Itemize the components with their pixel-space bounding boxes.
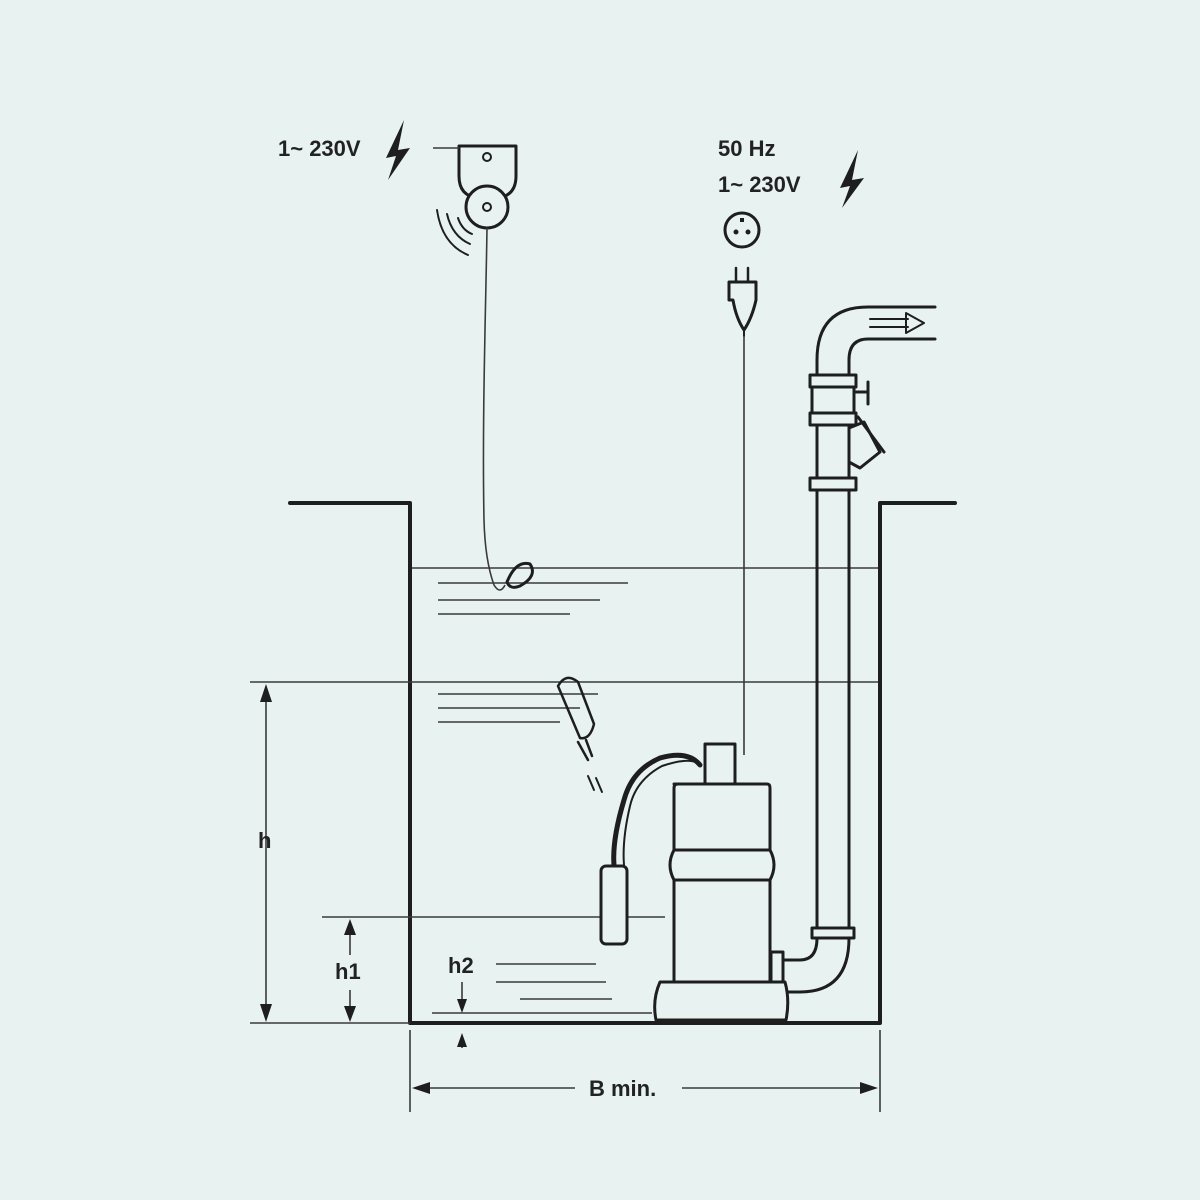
float-switch-icon	[556, 676, 603, 793]
alarm-box-icon	[433, 144, 518, 591]
power-plug-icon	[727, 266, 758, 337]
lightning-bolt-icon	[840, 150, 864, 208]
socket-voltage-label: 1~ 230V	[718, 172, 801, 197]
b-min-label: B min.	[589, 1076, 656, 1101]
submersible-pump-icon	[599, 742, 790, 1022]
power-socket-icon	[723, 211, 761, 249]
h2-label: h2	[448, 953, 474, 978]
alarm-voltage-label: 1~ 230V	[278, 136, 361, 161]
dimension-h	[260, 684, 272, 1022]
dimension-h2	[457, 982, 467, 1048]
discharge-pipe	[769, 305, 937, 1000]
outflow-arrow-icon	[869, 312, 925, 334]
dimension-h1	[344, 919, 356, 1022]
lightning-bolt-icon	[386, 120, 410, 180]
pit-outline	[288, 501, 957, 1025]
h-label: h	[258, 828, 271, 853]
h1-label: h1	[335, 959, 361, 984]
valve-handle-icon	[854, 380, 870, 406]
float-switch-icon	[505, 561, 534, 589]
dimension-b-min	[409, 1030, 881, 1112]
socket-frequency-label: 50 Hz	[718, 136, 775, 161]
